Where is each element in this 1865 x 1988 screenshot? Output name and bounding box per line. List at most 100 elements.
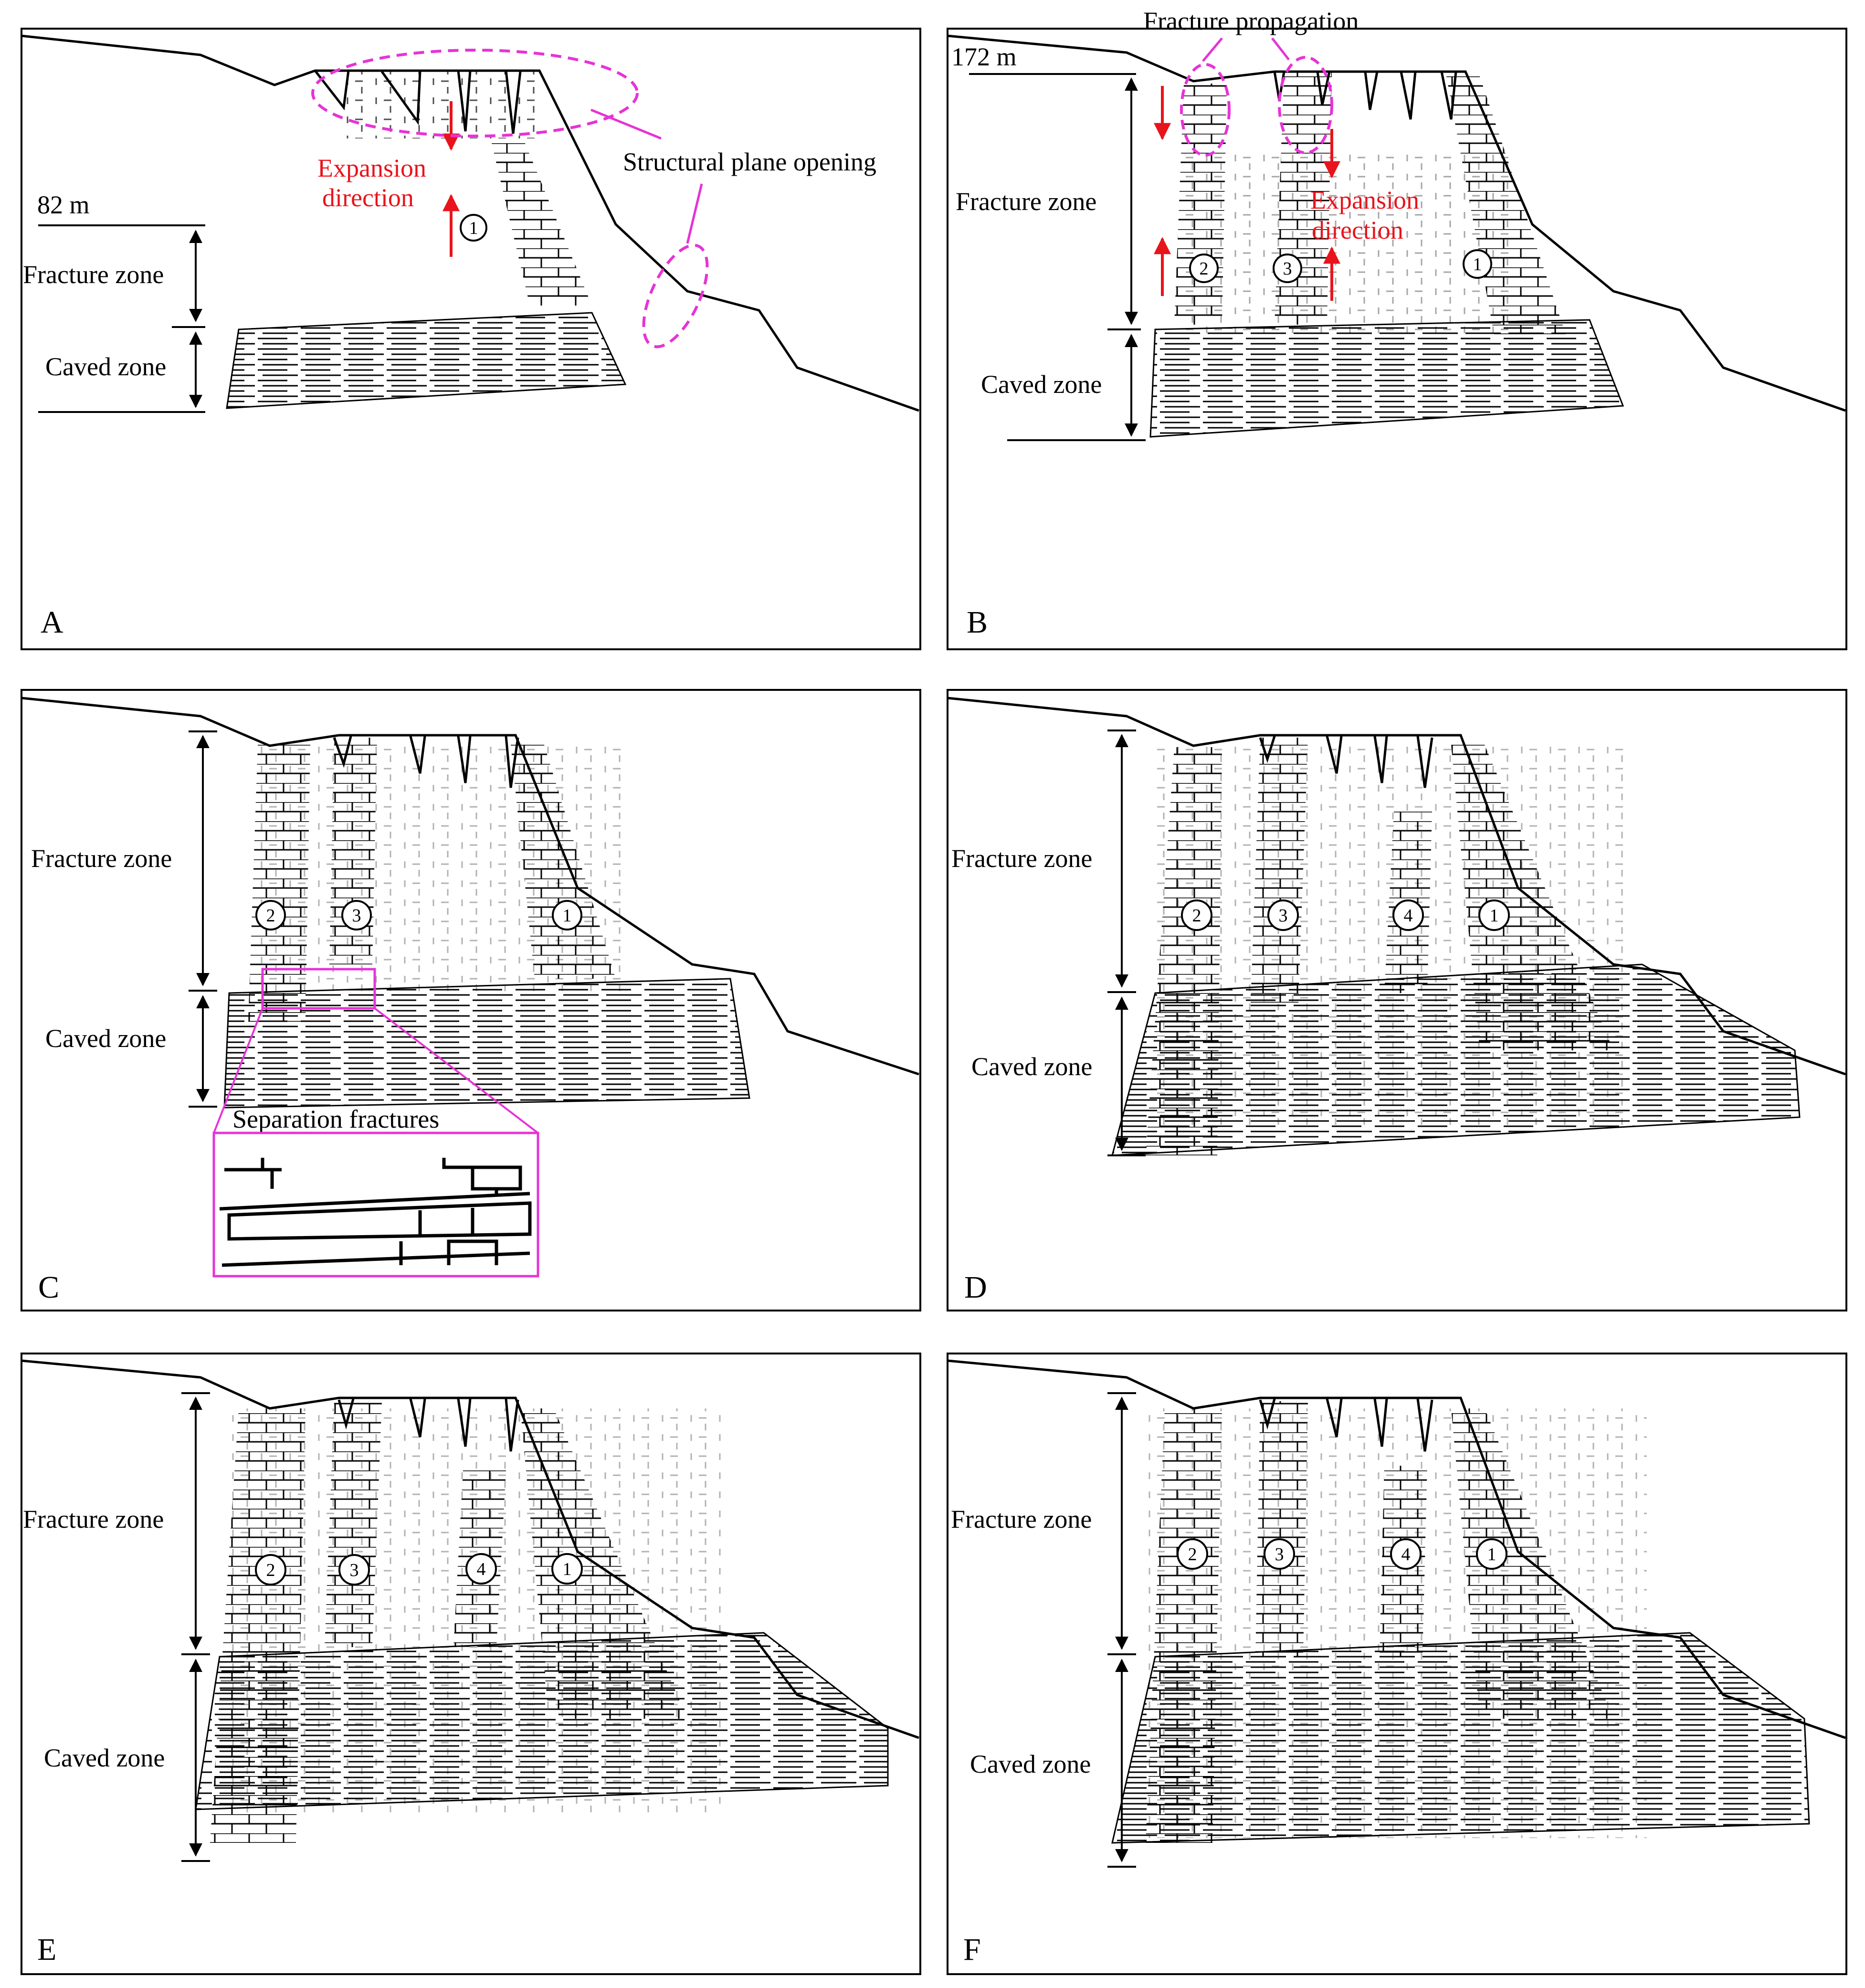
opening-leader-1: [590, 108, 662, 140]
fracture-texture: [248, 745, 630, 993]
svg-text:1: 1: [469, 218, 478, 238]
svg-text:2: 2: [1188, 1544, 1197, 1565]
column-marker: 2: [1177, 1538, 1208, 1570]
panel-b: 172 m Fracture zone Caved zone Fracture …: [947, 7, 1846, 640]
caved-strata: [223, 978, 750, 1109]
column-marker: 4: [1390, 1538, 1422, 1570]
caved-zone-label: Caved zone: [44, 1744, 165, 1772]
column-marker: 2: [1189, 254, 1219, 283]
propagation-ellipse-left: [1180, 63, 1231, 157]
svg-text:2: 2: [266, 1560, 275, 1580]
height-label: 172 m: [951, 42, 1017, 71]
fracture-zone-label: Fracture zone: [31, 844, 172, 873]
column-marker: 1: [552, 900, 582, 931]
fractured-column-1: [492, 143, 592, 306]
column-marker: 4: [465, 1553, 497, 1585]
svg-text:4: 4: [1401, 1544, 1411, 1565]
fracture-zone-label: Fracture zone: [956, 187, 1096, 216]
separation-highlight-box: [261, 968, 376, 1010]
svg-text:3: 3: [352, 906, 361, 926]
svg-text:4: 4: [1404, 906, 1413, 926]
slope-profile: [21, 34, 919, 412]
panel-letter: C: [38, 1270, 59, 1305]
svg-text:3: 3: [1275, 1544, 1284, 1565]
caved-strata: [226, 312, 627, 409]
svg-text:3: 3: [1283, 259, 1292, 279]
panel-letter: F: [963, 1932, 981, 1967]
panel-frame-f: [947, 1353, 1847, 1975]
panel-a: 82 m Fracture zone Caved zone Expansion …: [21, 34, 919, 640]
panel-e: Fracture zone Caved zone 2 3 4 1 E: [21, 1359, 919, 1967]
panel-f: Fracture zone Caved zone 2 3 4 1 F: [947, 1359, 1846, 1967]
caved-zone-label: Caved zone: [45, 1024, 166, 1053]
svg-text:2: 2: [1192, 906, 1201, 926]
svg-text:2: 2: [266, 906, 275, 926]
caved-strata: [1149, 319, 1624, 438]
column-marker: 2: [255, 900, 286, 931]
panel-frame-e: [21, 1353, 921, 1975]
opening-leader-2: [686, 183, 703, 244]
svg-text:2: 2: [1200, 259, 1209, 279]
caved-strata: [1111, 1632, 1810, 1844]
svg-text:4: 4: [477, 1559, 486, 1579]
caved-strata: [195, 1632, 889, 1810]
panel-letter: B: [967, 605, 988, 640]
svg-text:3: 3: [1279, 906, 1288, 926]
panel-d: Fracture zone Caved zone 2 3 4 1 D: [947, 697, 1846, 1305]
column-marker: 3: [338, 1554, 370, 1586]
column-marker: 3: [341, 900, 372, 931]
column-marker: 2: [255, 1554, 286, 1586]
direction-label: direction: [322, 183, 414, 212]
caved-zone-label: Caved zone: [981, 370, 1102, 399]
fracture-texture: [1179, 153, 1513, 334]
panel-frame-c: [21, 689, 921, 1311]
separation-fractures-label: Separation fractures: [232, 1105, 439, 1133]
callout-connector-left: [213, 1008, 263, 1133]
caved-zone-label: Caved zone: [970, 1750, 1091, 1778]
fracture-texture: [334, 72, 539, 138]
svg-text:1: 1: [563, 906, 572, 926]
svg-text:1: 1: [563, 1559, 572, 1579]
height-label: 82 m: [37, 190, 90, 219]
column-marker: 3: [1264, 1538, 1295, 1570]
panel-frame-a: [21, 28, 921, 650]
column-marker: 1: [1478, 899, 1510, 931]
opening-ellipse-slope: [642, 243, 709, 349]
fracture-zone-label: Fracture zone: [23, 260, 164, 289]
fracture-zone-label: Fracture zone: [23, 1505, 164, 1533]
propagation-leader-1: [1202, 37, 1223, 62]
column-marker: 2: [1181, 899, 1212, 931]
svg-text:1: 1: [1487, 1544, 1496, 1565]
panel-letter: D: [964, 1270, 987, 1305]
panel-frame-b: [947, 28, 1847, 650]
fracture-propagation-label: Fracture propagation: [1143, 7, 1359, 35]
column-marker: 1: [551, 1553, 583, 1585]
column-marker: 4: [1392, 899, 1424, 931]
callout-connector-right: [374, 1007, 539, 1134]
fracture-zone-label: Fracture zone: [951, 844, 1092, 873]
column-marker: 1: [1476, 1538, 1507, 1570]
panel-frame-d: [947, 689, 1847, 1311]
caved-zone-label: Caved zone: [45, 352, 166, 381]
column-marker: 1: [460, 214, 487, 242]
column-marker: 3: [1273, 254, 1302, 283]
separation-inset-detail: [219, 1158, 532, 1267]
structural-plane-opening-label: Structural plane opening: [623, 148, 876, 176]
caved-strata: [1111, 963, 1801, 1156]
column-marker: 3: [1267, 899, 1299, 931]
caved-zone-label: Caved zone: [971, 1052, 1092, 1081]
panel-letter: E: [37, 1932, 56, 1967]
opening-ellipse-top: [311, 49, 639, 137]
direction-label: direction: [1312, 216, 1403, 244]
column-marker: 1: [1463, 249, 1492, 279]
svg-text:1: 1: [1490, 906, 1499, 926]
panel-letter: A: [41, 605, 63, 640]
svg-text:1: 1: [1473, 254, 1482, 275]
panel-c: Fracture zone Caved zone 2 3 1 Separatio…: [21, 697, 919, 1305]
fracture-zone-label: Fracture zone: [951, 1505, 1092, 1533]
expansion-label: Expansion: [1310, 186, 1419, 214]
propagation-ellipse-right: [1278, 56, 1333, 154]
svg-text:3: 3: [350, 1560, 359, 1580]
propagation-leader-2: [1271, 37, 1290, 61]
